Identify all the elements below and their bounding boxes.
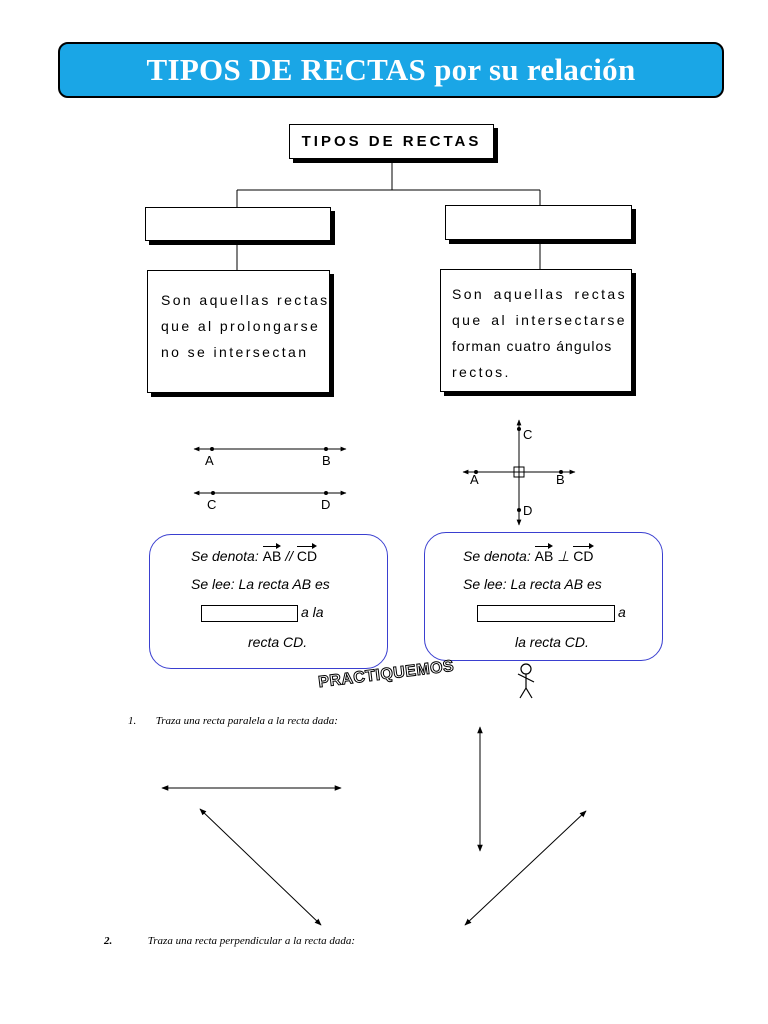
diagonal-line-left (199, 808, 322, 926)
perpendicular-answer-blank[interactable] (477, 605, 615, 622)
parallel-answer-blank[interactable] (201, 605, 298, 622)
point-a (474, 470, 478, 474)
left-definition-line: Son aquellas rectas (161, 292, 330, 308)
perpendicular-notation-line: Se denota: AB ⊥ CD (463, 543, 594, 565)
point-a (210, 447, 214, 451)
point-label-d: D (523, 503, 533, 518)
right-definition-box: Son aquellas rectas que al intersectarse… (440, 269, 632, 392)
perpendicular-reading-line: Se lee: La recta AB es (463, 576, 602, 592)
point-label-a: A (470, 472, 479, 487)
point-c (211, 491, 215, 495)
right-definition-text: Son aquellas rectas que al intersectarse… (452, 281, 627, 385)
parallel-notation-box (149, 534, 388, 669)
notation-prefix: Se denota: (191, 548, 263, 564)
exercise-lines (161, 726, 587, 926)
left-definition-text: Son aquellas rectas que al prolongarse n… (161, 287, 330, 365)
right-definition-line: Son aquellas rectas (452, 286, 627, 302)
left-definition-line: no se intersectan (161, 344, 309, 360)
perpendicular-notation-box (424, 532, 663, 661)
right-angle-mark (513, 466, 525, 478)
exercise-2: 2. Traza una recta perpendicular a la re… (104, 935, 355, 947)
left-definition-box: Son aquellas rectas que al prolongarse n… (147, 270, 330, 393)
point-label-b: B (556, 472, 565, 487)
title-banner: TIPOS DE RECTAS por su relación (58, 42, 724, 98)
exercise-text: Traza una recta perpendicular a la recta… (147, 935, 355, 947)
point-label-d: D (321, 497, 331, 512)
right-definition-line: rectos. (452, 364, 511, 380)
point-d (517, 508, 521, 512)
notation-prefix: Se denota: (463, 548, 535, 564)
point-label-c: C (523, 427, 533, 442)
point-b (324, 447, 328, 451)
point-label-c: C (207, 497, 217, 512)
parallel-end-line: recta CD. (248, 634, 308, 650)
right-category-box (445, 205, 632, 240)
point-label-a: A (205, 453, 214, 468)
parallel-after-blank: a la (301, 604, 324, 620)
parallel-lines-diagram (193, 446, 347, 496)
exercise-number: 1. (128, 715, 137, 727)
exercise-number: 2. (104, 935, 113, 947)
parallel-symbol: // (281, 548, 297, 564)
vector-ab: AB (262, 543, 282, 564)
vector-ab: AB (534, 543, 554, 564)
parallel-reading-line: Se lee: La recta AB es (191, 576, 330, 592)
point-d (324, 491, 328, 495)
root-label: TIPOS DE RECTAS (301, 133, 482, 150)
diagonal-line-right (464, 810, 587, 926)
point-c (517, 427, 521, 431)
perpendicular-symbol: ⊥ (553, 548, 574, 564)
left-category-box (145, 207, 331, 241)
perpendicular-end-line: la recta CD. (515, 634, 589, 650)
vector-cd: CD (573, 543, 594, 564)
perpendicular-lines-diagram (462, 419, 576, 526)
parallel-notation-line: Se denota: AB // CD (191, 543, 318, 564)
exercise-1: 1. Traza una recta paralela a la recta d… (128, 715, 338, 727)
point-label-b: B (322, 453, 331, 468)
root-box: TIPOS DE RECTAS (289, 124, 494, 159)
vector-cd: CD (296, 543, 318, 564)
left-definition-line: que al prolongarse (161, 318, 321, 334)
page-title: TIPOS DE RECTAS por su relación (146, 52, 636, 87)
concept-map-connectors (236, 158, 541, 270)
point-b (559, 470, 563, 474)
right-definition-line: forman cuatro ángulos (452, 338, 613, 354)
perpendicular-after-blank: a (618, 604, 626, 620)
right-definition-line: que al intersectarse (452, 312, 627, 328)
exercise-text: Traza una recta paralela a la recta dada… (155, 715, 338, 727)
thinking-figure-icon (517, 663, 535, 699)
